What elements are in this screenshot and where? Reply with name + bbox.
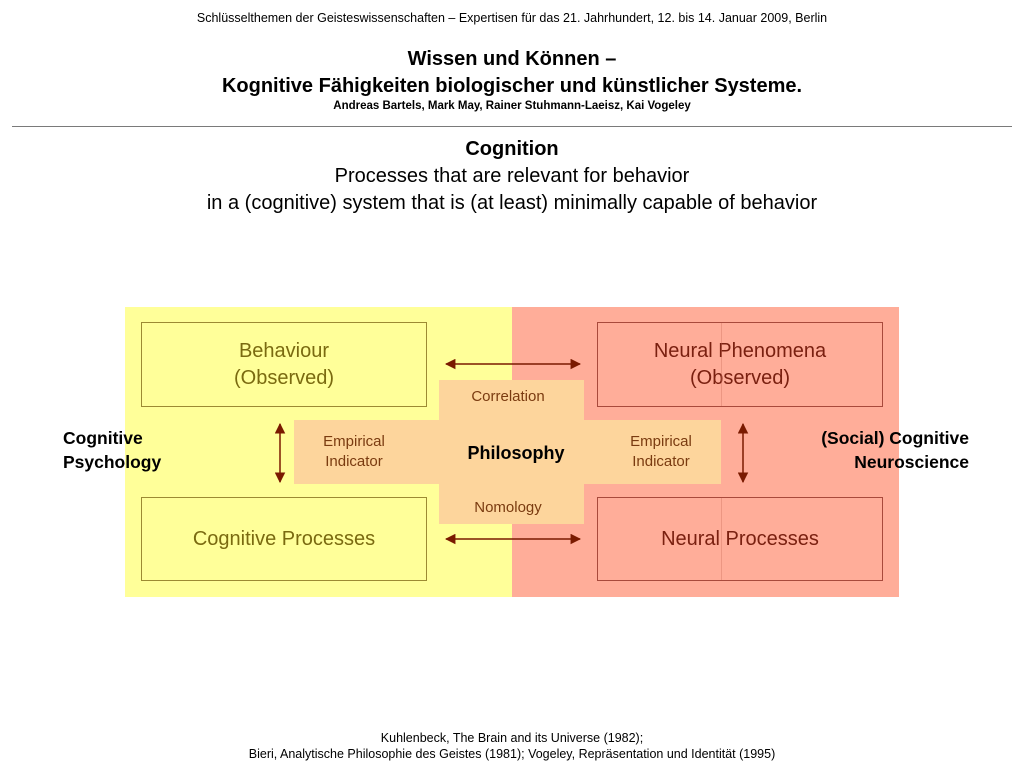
empirical-indicator-right-line2: Indicator [632, 453, 690, 470]
definition-line-1: Processes that are relevant for behavior [334, 165, 690, 187]
empirical-indicator-right: Empirical Indicator [598, 432, 724, 472]
cognitive-processes-label: Cognitive Processes [192, 527, 376, 550]
neural-phenomena-label: Neural Phenomena [653, 339, 827, 362]
neural-phenomena-observed-label: (Observed) [689, 366, 791, 389]
cognitive-neuroscience-line2: Neuroscience [854, 452, 969, 472]
title-line-1: Wissen und Können – [407, 48, 617, 70]
behaviour-label: Behaviour [238, 339, 330, 362]
philosophy-cross-horizontal [294, 420, 721, 484]
cognitive-psychology-line1: Cognitive [63, 428, 143, 448]
philosophy-label: Philosophy [467, 443, 565, 463]
reference-line-2: Bieri, Analytische Philosophie des Geist… [248, 747, 776, 761]
behaviour-observed-label: (Observed) [233, 366, 335, 389]
empirical-indicator-left-line1: Empirical [323, 433, 385, 450]
empirical-indicator-left-line2: Indicator [325, 453, 383, 470]
reference-line-1: Kuhlenbeck, The Brain and its Universe (… [380, 731, 644, 745]
title-line-2: Kognitive Fähigkeiten biologischer und k… [221, 75, 803, 97]
cognitive-psychology-label: Cognitive Psychology [63, 426, 161, 474]
neural-processes-label: Neural Processes [661, 527, 819, 550]
cognitive-psychology-line2: Psychology [63, 452, 162, 472]
header-divider [12, 126, 1012, 127]
correlation-label: Correlation [471, 388, 545, 405]
definition-line-2: in a (cognitive) system that is (at leas… [206, 192, 818, 214]
conference-line: Schlüsselthemen der Geisteswissenschafte… [196, 11, 828, 25]
nomology-label: Nomology [474, 499, 542, 516]
behaviour-box: Behaviour (Observed) [141, 322, 427, 407]
cognitive-neuroscience-label: (Social) Cognitive Neuroscience [760, 426, 969, 474]
neural-processes-box: Neural Processes [597, 497, 883, 581]
neural-phenomena-box: Neural Phenomena (Observed) [597, 322, 883, 407]
empirical-indicator-right-line1: Empirical [630, 433, 692, 450]
cognition-heading: Cognition [465, 138, 559, 160]
empirical-indicator-left: Empirical Indicator [294, 432, 414, 472]
authors: Andreas Bartels, Mark May, Rainer Stuhma… [333, 100, 691, 112]
cognitive-neuroscience-line1: (Social) Cognitive [821, 428, 969, 448]
cognitive-processes-box: Cognitive Processes [141, 497, 427, 581]
